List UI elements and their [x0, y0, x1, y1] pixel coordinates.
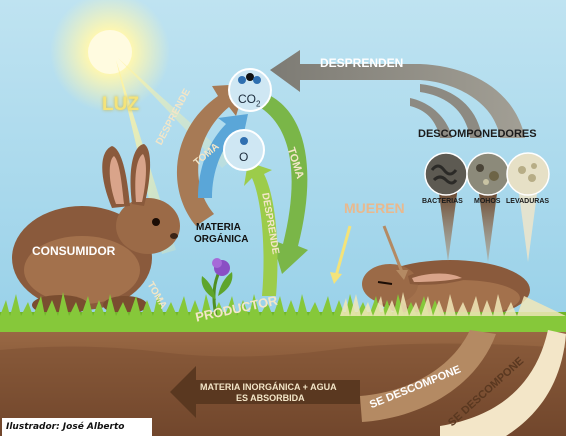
consumidor-label: CONSUMIDOR	[32, 244, 115, 258]
bacterias-label: BACTERIAS	[422, 198, 463, 205]
co2-subscript: 2	[256, 99, 260, 108]
sun-core	[88, 30, 132, 74]
mohos-label: MOHOS	[474, 198, 500, 205]
levaduras-label: LEVADURAS	[506, 198, 549, 205]
materia-inorganica-label-2: ES ABSORBIDA	[236, 393, 305, 403]
materia-inorganica-label-1: MATERIA INORGÁNICA + AGUA	[200, 382, 337, 392]
materia-organica-label-1: MATERIA	[196, 222, 241, 233]
levaduras-circle	[507, 153, 549, 195]
luz-label: LUZ	[102, 94, 139, 116]
co2-prefix: CO	[238, 92, 256, 106]
illustrator-credit: Ilustrador: José Alberto Bermúdez	[2, 418, 152, 436]
mohos-circle	[467, 153, 509, 195]
materia-organica-label-2: ORGÁNICA	[194, 234, 248, 245]
desprenden-label: DESPRENDEN	[320, 56, 403, 70]
mueren-label: MUEREN	[344, 200, 405, 216]
descomponedores-label: DESCOMPONEDORES	[418, 128, 537, 140]
oxygen-label: O	[239, 150, 248, 164]
co2-label: CO2	[238, 92, 260, 108]
bacterias-circle	[425, 153, 467, 195]
